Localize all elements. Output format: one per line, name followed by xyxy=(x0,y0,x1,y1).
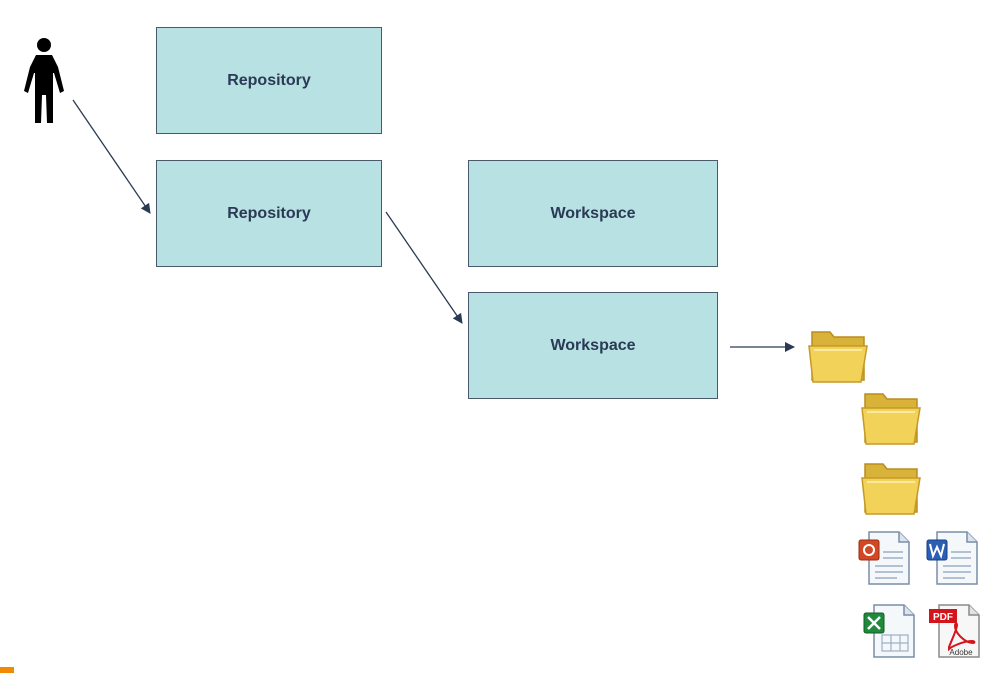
word-file-icon[interactable] xyxy=(925,530,979,586)
pdf-badge-label: PDF xyxy=(933,612,953,623)
excel-file-icon[interactable] xyxy=(862,603,916,659)
workspace-label: Workspace xyxy=(550,336,636,354)
powerpoint-file-icon[interactable] xyxy=(857,530,911,586)
accent-mark xyxy=(0,667,14,673)
pdf-file-icon[interactable]: PDF Adobe xyxy=(927,603,981,659)
repository-box-bottom[interactable]: Repository xyxy=(156,160,382,267)
workspace-box-top[interactable]: Workspace xyxy=(468,160,718,267)
repository-box-top[interactable]: Repository xyxy=(156,27,382,134)
arrow-user-to-repository xyxy=(72,99,151,214)
folder-icon[interactable] xyxy=(806,322,870,386)
folder-icon[interactable] xyxy=(859,454,923,518)
folder-icon[interactable] xyxy=(859,384,923,448)
person-icon xyxy=(24,38,64,123)
adobe-brand-label: Adobe xyxy=(949,648,973,657)
repository-label: Repository xyxy=(227,71,311,89)
workspace-label: Workspace xyxy=(550,204,636,222)
repository-label: Repository xyxy=(227,204,311,222)
workspace-box-bottom[interactable]: Workspace xyxy=(468,292,718,399)
arrow-repository-to-workspace xyxy=(385,211,463,324)
